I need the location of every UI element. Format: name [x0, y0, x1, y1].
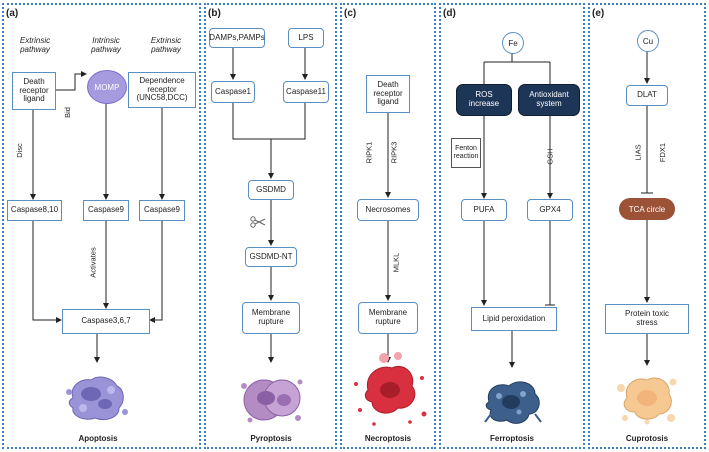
cuprotosis-title: Cuprotosis: [625, 434, 669, 443]
gsdmd-box: GSDMD: [248, 180, 294, 200]
pufa-box: PUFA: [461, 199, 507, 221]
gsh-label: GSH: [545, 148, 555, 165]
panel-ferroptosis: [439, 3, 585, 449]
tca-circle-label: TCA circle: [628, 204, 666, 214]
extrinsic-pathway-left: Extrinsic pathway: [19, 36, 51, 55]
ripk1-label: RIPK1: [364, 141, 374, 164]
panel-necroptosis: [340, 3, 436, 449]
apoptotic-cell-icon: [66, 376, 128, 421]
momp-label: MOMP: [94, 82, 120, 92]
mlkl-label: MLKL: [391, 252, 401, 273]
fe-label: Fe: [508, 38, 518, 48]
death-receptor-ligand-box-c: Death receptor ligand: [366, 75, 410, 113]
damps-pamps-box: DAMPs,PAMPs: [209, 28, 265, 48]
tca-circle-box: TCA circle: [619, 198, 675, 220]
fenton-reaction-box: Fenton reaction: [451, 138, 481, 168]
pyroptotic-cell-icon: [241, 379, 303, 423]
panel-pyroptosis: [204, 3, 337, 449]
caspase367-box: Caspase3,6,7: [62, 309, 150, 334]
panel-cuprotosis: [588, 3, 706, 449]
necroptotic-cell-icon: [354, 352, 427, 426]
gsdmd-nt-box: GSDMD-NT: [245, 247, 297, 267]
cu-circle: Cu: [637, 30, 659, 52]
panel-e-label: (e): [592, 8, 605, 19]
pyroptosis-title: Pyroptosis: [250, 434, 292, 443]
necroptosis-title: Necroptosis: [364, 434, 412, 443]
ferroptosis-title: Ferroptosis: [489, 434, 534, 443]
momp-circle: MOMP: [87, 70, 127, 104]
panel-apoptosis: [2, 3, 201, 449]
gpx4-box: GPX4: [527, 199, 573, 221]
bid-label: Bid: [62, 107, 72, 118]
intrinsic-pathway: Intrinsic pathway: [91, 36, 121, 55]
fe-circle: Fe: [502, 32, 524, 54]
lps-box: LPS: [288, 28, 324, 48]
fdx1-label: FDX1: [658, 142, 668, 163]
caspase9-mid-box: Caspase9: [83, 200, 129, 221]
membrane-rupture-box-b: Membrane rupture: [242, 302, 300, 334]
membrane-rupture-box-c: Membrane rupture: [358, 302, 418, 334]
antioxidant-system-box: Antioxidant system: [518, 84, 580, 116]
caspase9-right-box: Caspase9: [139, 200, 185, 221]
caspase11-box: Caspase11: [283, 81, 329, 103]
scissors-icon: [250, 216, 266, 228]
panel-b-label: (b): [208, 8, 221, 19]
panel-c-label: (c): [344, 8, 357, 19]
cuprotic-cell-icon: [617, 377, 677, 425]
disc-label: Disc: [14, 143, 24, 158]
ros-increase-box: ROS increase: [456, 84, 512, 116]
caspase1-box: Caspase1: [211, 81, 255, 103]
cu-label: Cu: [642, 36, 654, 46]
extrinsic-pathway-right: Extrinsic pathway: [150, 36, 182, 55]
panel-a-label: (a): [6, 8, 19, 19]
ferroptotic-cell-icon: [484, 381, 542, 424]
panel-d-label: (d): [443, 8, 456, 19]
dependence-receptor-box: Dependence receptor (UNC58,DCC): [128, 72, 196, 108]
protein-toxic-stress-box: Protein toxic stress: [605, 304, 689, 334]
caspase810-box: Caspase8,10: [7, 200, 62, 221]
apoptosis-title: Apoptosis: [78, 434, 118, 443]
lipid-peroxidation-box: Lipid peroxidation: [471, 307, 557, 331]
necrosomes-box: Necrosomes: [357, 199, 419, 221]
ripk3-label: RIPK3: [389, 141, 399, 164]
activates-label: Activates: [88, 247, 98, 278]
lias-label: LIAS: [633, 144, 643, 161]
death-receptor-ligand-box: Death receptor ligand: [12, 72, 56, 110]
dlat-box: DLAT: [626, 85, 668, 106]
